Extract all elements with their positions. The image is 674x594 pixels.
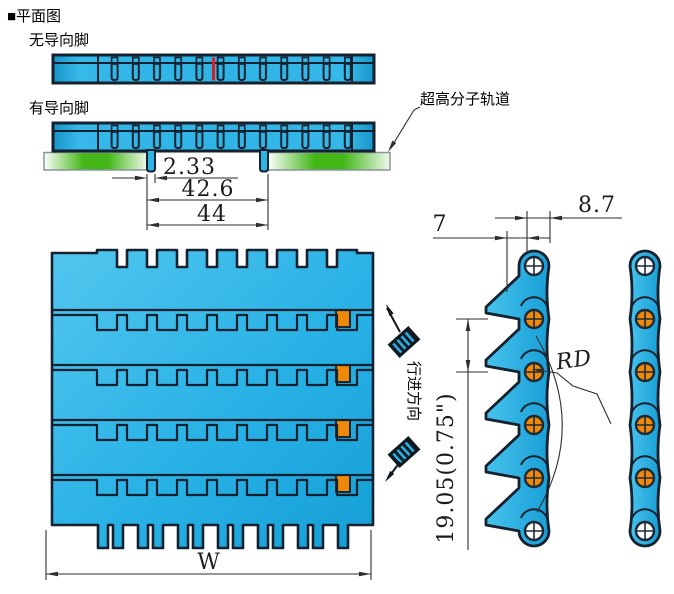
feet-dimensions: 2.33 42.6 44	[112, 155, 269, 230]
label-no-guide-feet: 无导向脚	[29, 32, 89, 49]
hinge-pins	[634, 255, 656, 542]
width-dimension-8-7: 8.7	[495, 193, 622, 253]
pitch-dimension: 19.05(0.75")	[434, 318, 488, 550]
hinge-row	[52, 308, 373, 332]
hinge-row	[52, 473, 373, 497]
direction-arrow-down-icon	[385, 470, 395, 482]
leader-arrowhead-icon	[532, 368, 545, 374]
plan-view: W	[45, 248, 375, 580]
hinge-pin	[523, 255, 545, 277]
leader-arrowhead-icon	[388, 140, 397, 152]
width-dimension: W	[45, 530, 372, 580]
guide-foot-right	[259, 149, 269, 173]
label-travel-direction: 行进方向	[405, 361, 422, 421]
hinge-pin	[634, 467, 656, 489]
dim-backflex-radius: RD	[553, 346, 593, 376]
hinge-pins	[523, 255, 545, 542]
track-callout: 超高分子轨道	[388, 91, 510, 152]
side-view-no-feet	[51, 53, 376, 85]
direction-indicator: 行进方向	[385, 304, 422, 482]
link-seams	[520, 296, 548, 519]
hinge-pin	[523, 308, 545, 330]
hinge-pin	[634, 255, 656, 277]
hinge-pin	[523, 467, 545, 489]
dim-pitch: 19.05(0.75")	[434, 392, 459, 543]
hinge-rows	[52, 308, 373, 497]
label-uhmw-track: 超高分子轨道	[420, 91, 510, 108]
hinge-pin	[634, 414, 656, 436]
link-profile-plain-body	[628, 249, 662, 548]
profile-with-feet	[484, 249, 551, 548]
dim-foot-offset: 7	[433, 212, 448, 237]
hinge-pin	[523, 361, 545, 383]
belt-plan-body	[50, 248, 375, 550]
link-profile-feet-body	[484, 249, 551, 548]
dim-feet-inner-span: 42.6	[182, 177, 235, 202]
link-seams	[631, 296, 659, 519]
side-view-with-feet	[43, 121, 391, 173]
direction-arrow-up-icon	[386, 304, 394, 316]
offset-dimension-7: 7	[433, 212, 550, 292]
belt-hatch-icon	[387, 325, 421, 359]
guide-foot-left	[146, 149, 156, 173]
page-title: ■平面图	[7, 8, 61, 25]
dim-link-width: 8.7	[578, 193, 616, 218]
label-with-guide-feet: 有导向脚	[29, 100, 89, 117]
uhmw-rail-left	[43, 151, 148, 171]
uhmw-rail-right	[267, 151, 391, 171]
hinge-pin	[634, 520, 656, 542]
hinge-row	[52, 363, 373, 387]
belt-segments	[98, 55, 352, 83]
belt-segments	[98, 123, 352, 151]
dim-belt-width: W	[197, 550, 221, 575]
radius-arc	[535, 335, 563, 513]
hinge-row	[52, 418, 373, 442]
hinge-pin	[523, 520, 545, 542]
dim-feet-outer-span: 44	[197, 202, 227, 227]
belt-hatch-icon	[387, 435, 421, 469]
center-mark-red	[212, 57, 215, 81]
hinge-pin	[634, 308, 656, 330]
profile-plain	[628, 249, 662, 548]
hinge-pin	[634, 361, 656, 383]
radius-callout: RD	[532, 335, 612, 513]
dim-foot-width: 2.33	[163, 155, 216, 180]
hinge-pin	[523, 414, 545, 436]
